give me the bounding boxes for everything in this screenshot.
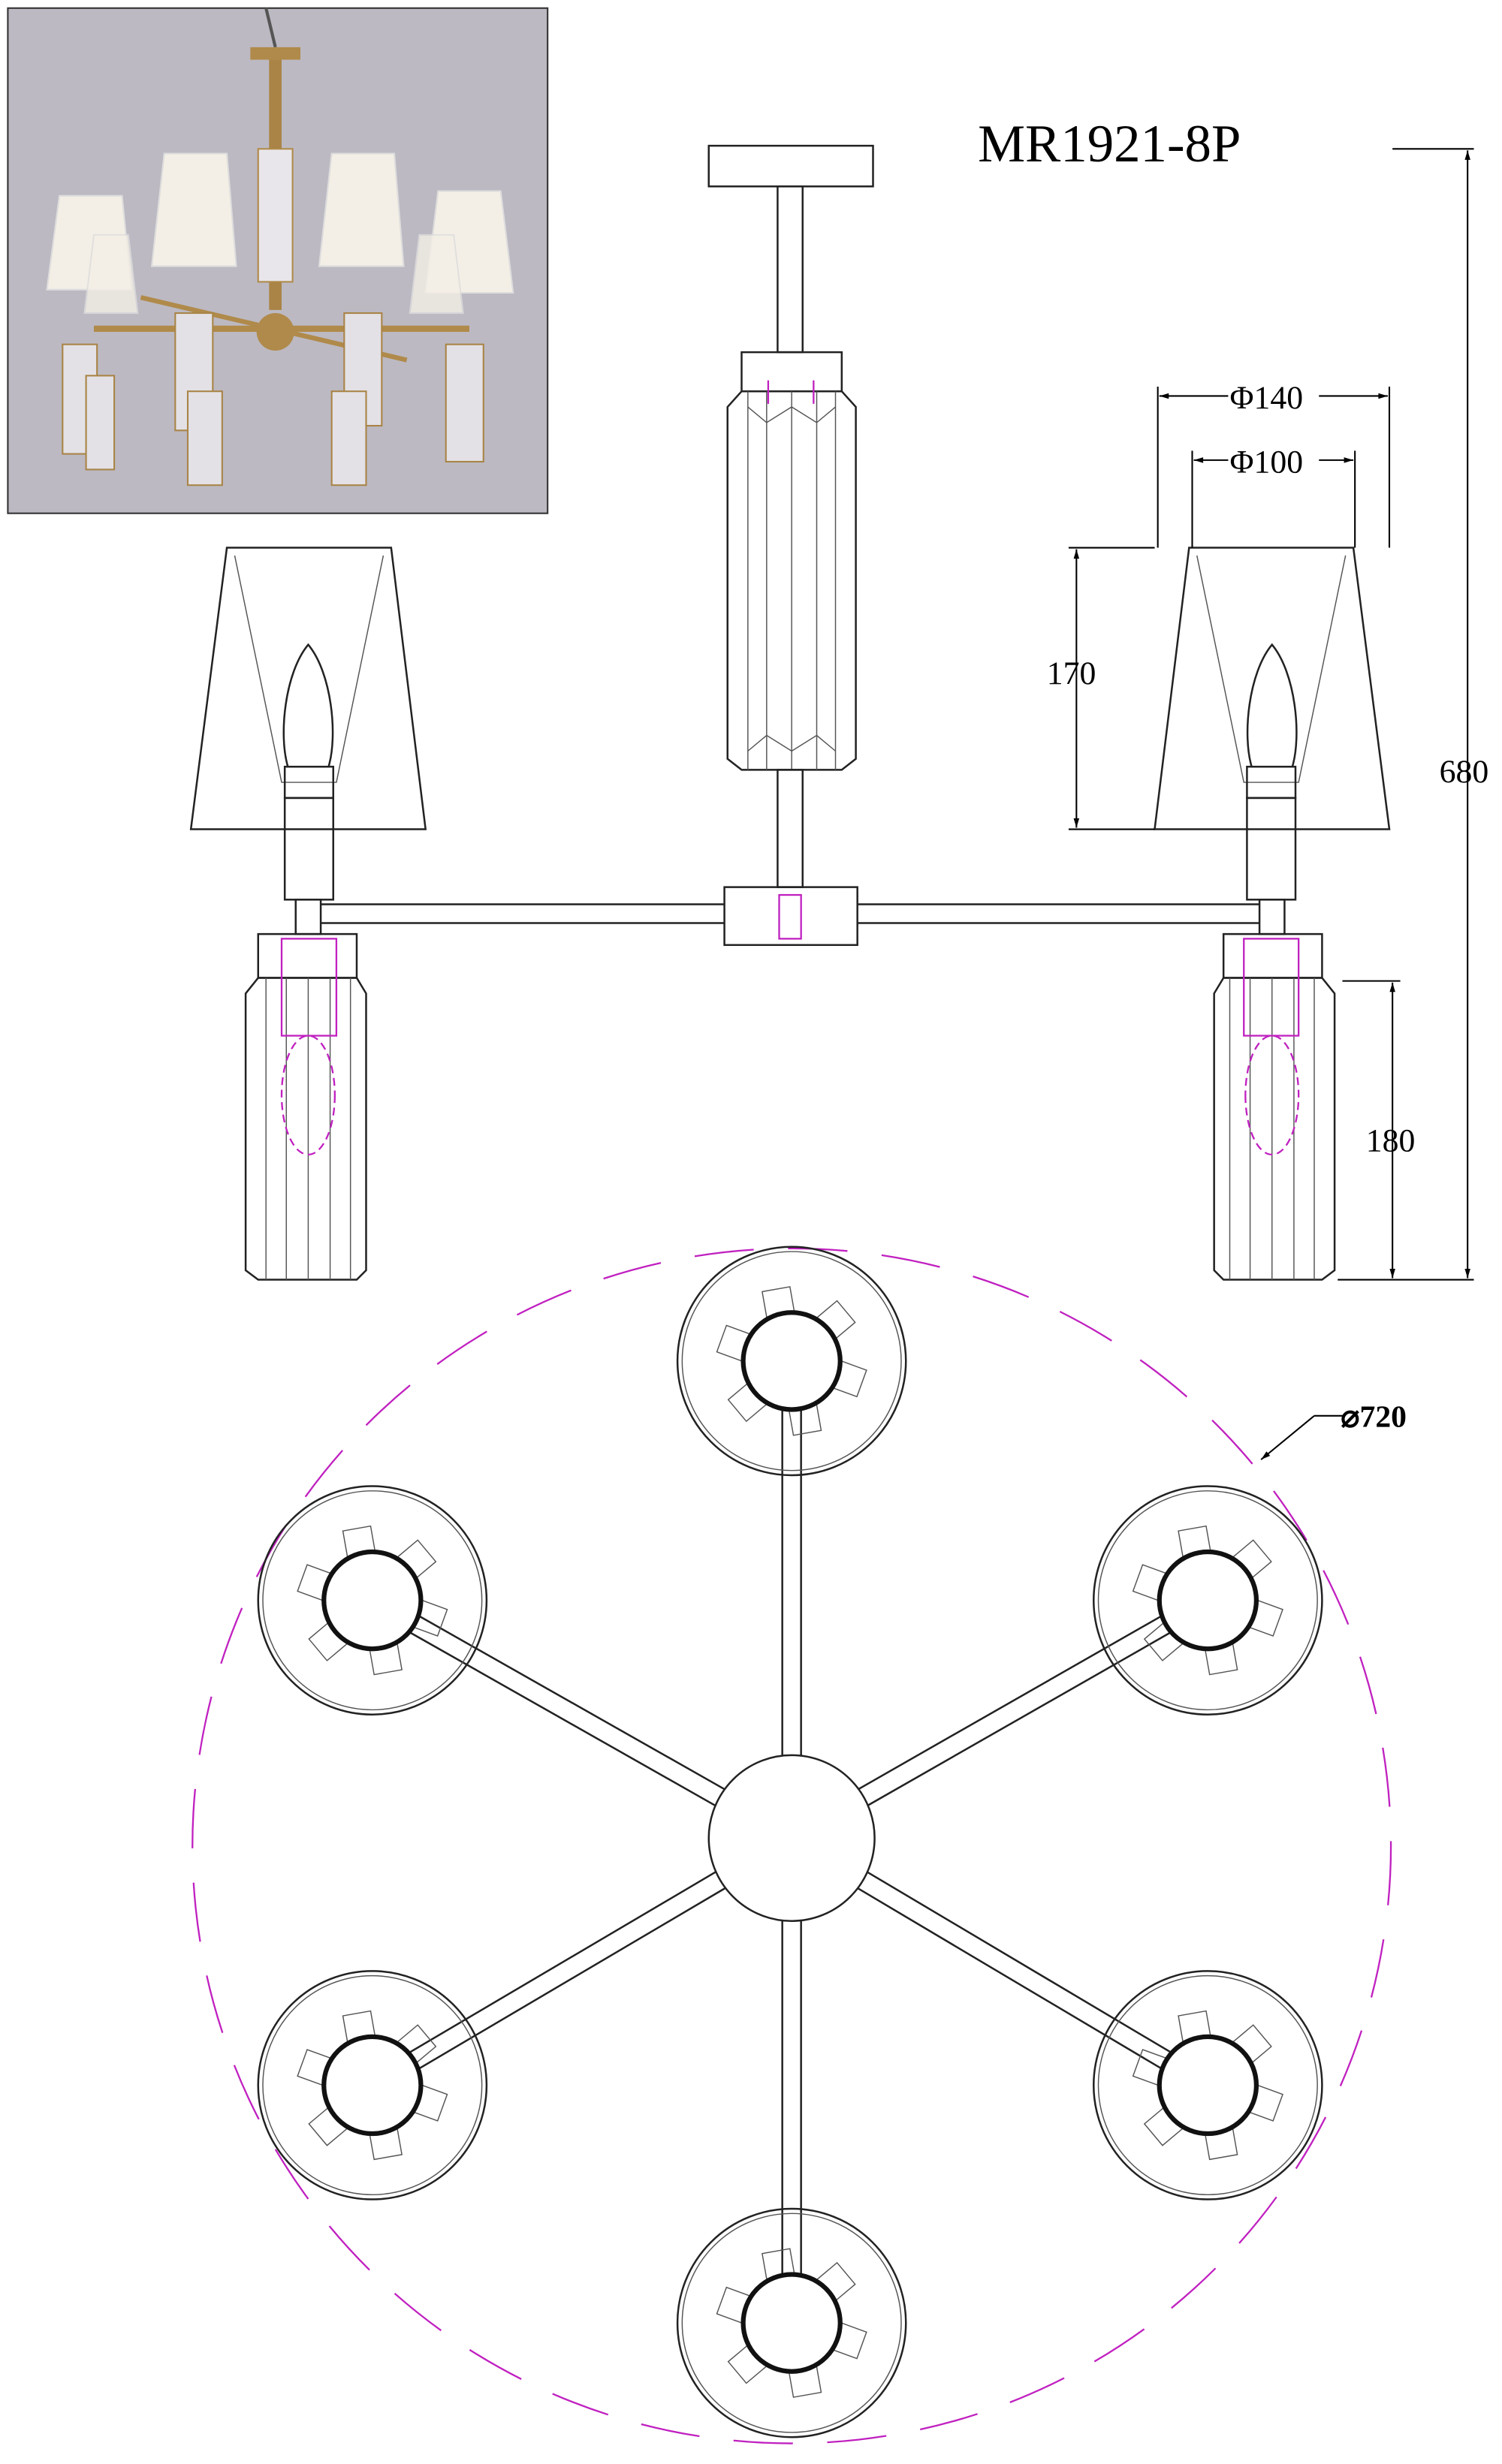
arm: [858, 1615, 1172, 1806]
arm: [409, 1615, 725, 1806]
lamp-shade-outline: [1093, 1485, 1323, 1715]
bulb-socket: [321, 2034, 424, 2137]
dim-crystal-height: 180: [1366, 1123, 1416, 1159]
left-lamp: [189, 547, 427, 1281]
bulb-socket: [740, 2272, 843, 2374]
dim-shade-height: 170: [1047, 655, 1096, 691]
lamp-shade-inner: [681, 1251, 902, 1471]
lamp-shade-inner: [262, 1490, 483, 1711]
center-hub-top: [707, 1754, 876, 1922]
lamp-shade-outline: [676, 2207, 907, 2438]
arm: [781, 1409, 802, 1755]
dim-shade-outer: Φ140: [1230, 380, 1304, 416]
lamp-shade-inner: [681, 2212, 902, 2433]
dim-total-height: 680: [1440, 754, 1489, 790]
bulb-socket: [740, 1310, 843, 1412]
bulb-socket: [1157, 2034, 1259, 2137]
bulb-socket: [321, 1549, 424, 1652]
lamp-shade-inner: [1097, 1975, 1318, 2196]
lamp-shade-inner: [1097, 1490, 1318, 1711]
lamp-shade-outline: [676, 1246, 907, 1477]
arm: [781, 1920, 802, 2275]
canopy: [707, 144, 874, 188]
lamp-shade-outline: [257, 1485, 488, 1715]
center-hub: [723, 886, 858, 946]
side-view: Φ140 Φ100 170 680 180: [189, 144, 1489, 1281]
dim-overall-diameter: ⌀720: [1341, 1399, 1407, 1434]
right-lamp: [1154, 547, 1391, 1281]
lamp-shade-outline: [257, 1970, 488, 2200]
arm: [858, 1871, 1172, 2070]
bulb-socket: [1157, 1549, 1259, 1652]
center-crystal-column: [726, 351, 857, 771]
bulb: [282, 643, 334, 768]
top-view: ⌀720: [192, 1246, 1407, 2444]
arm: [409, 1871, 726, 2070]
dim-shade-inner: Φ100: [1230, 444, 1304, 480]
product-photo: [7, 7, 549, 514]
model-title: MR1921-8P: [978, 115, 1241, 173]
down-rod: [777, 185, 804, 354]
dimension-lines: [1068, 148, 1474, 1281]
lamp-shade-outline: [1093, 1970, 1323, 2200]
lamp-shade-inner: [262, 1975, 483, 2196]
overall-diameter-circle: [192, 1247, 1392, 2444]
